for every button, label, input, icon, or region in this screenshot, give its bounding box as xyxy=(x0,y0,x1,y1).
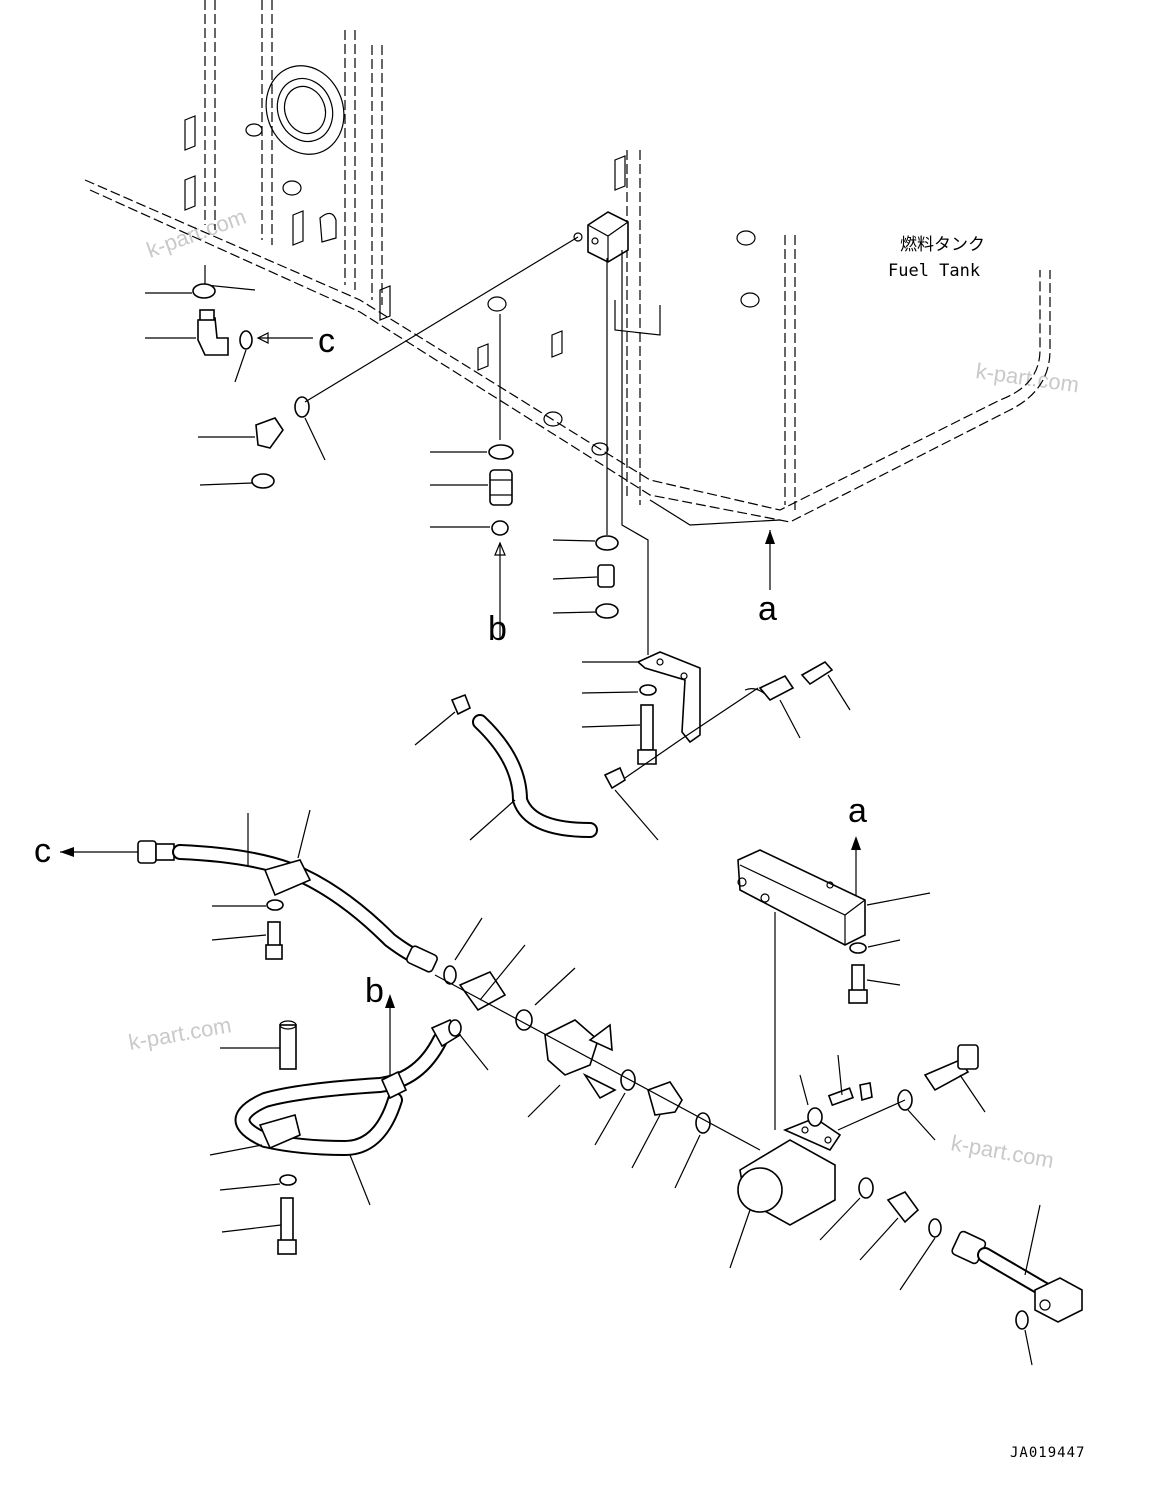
fuel-tank-label: 燃料タンク Fuel Tank xyxy=(888,235,985,281)
o-ring-2 xyxy=(239,330,253,350)
watermark-1: k-part.com xyxy=(143,204,249,263)
center-bracket xyxy=(581,651,851,779)
watermark-3: k-part.com xyxy=(127,1012,234,1055)
upper-left-fittings xyxy=(145,236,579,489)
small-hose xyxy=(414,693,659,841)
fitting-chain xyxy=(434,917,761,1189)
callout-a-lower: a xyxy=(848,792,867,830)
o-ring-1 xyxy=(192,283,216,299)
watermark-4: k-part.com xyxy=(949,1130,1056,1173)
callout-c-upper: c xyxy=(318,322,335,360)
o-ring-3 xyxy=(294,396,310,418)
hose-clamp-2 xyxy=(258,1114,301,1150)
mount-bracket xyxy=(636,651,701,744)
elbow-fitting-2 xyxy=(255,417,284,449)
tee-fitting xyxy=(458,970,507,1012)
callouts: c b a a c b xyxy=(34,322,867,1090)
fuel-tank-label-jp: 燃料タンク xyxy=(900,235,985,255)
callout-c-lower: c xyxy=(34,832,51,870)
hose-clamp-1 xyxy=(263,859,312,897)
filter-bowl xyxy=(737,1167,783,1213)
fuel-tank-outline xyxy=(84,0,1051,526)
filter-assembly xyxy=(729,1044,986,1291)
adapter-fitting xyxy=(923,1059,970,1092)
callout-b-upper: b xyxy=(488,610,507,648)
spacer xyxy=(279,1024,297,1070)
fuel-valve xyxy=(544,1019,599,1076)
bolt-1 xyxy=(640,704,654,751)
watermarks: k-part.com k-part.com k-part.com k-part.… xyxy=(127,204,1081,1173)
clip-fitting xyxy=(758,674,795,702)
middle-fittings xyxy=(430,250,649,655)
o-ring-4 xyxy=(251,473,275,489)
main-hose-left xyxy=(137,809,438,973)
right-bracket xyxy=(737,849,931,1130)
plate-bracket xyxy=(737,849,866,946)
callout-b-lower: b xyxy=(365,972,384,1010)
watermark-2: k-part.com xyxy=(974,358,1080,397)
small-bolt xyxy=(800,660,834,686)
main-hose-lower xyxy=(209,1018,462,1255)
elbow-fitting-1 xyxy=(197,317,229,356)
drawing-code: JA019447 xyxy=(1010,1445,1085,1461)
pipe-block xyxy=(1034,1277,1083,1323)
callout-a-upper: a xyxy=(758,590,777,628)
outlet-pipe xyxy=(951,1204,1083,1366)
fuel-tank-label-en: Fuel Tank xyxy=(888,261,980,281)
